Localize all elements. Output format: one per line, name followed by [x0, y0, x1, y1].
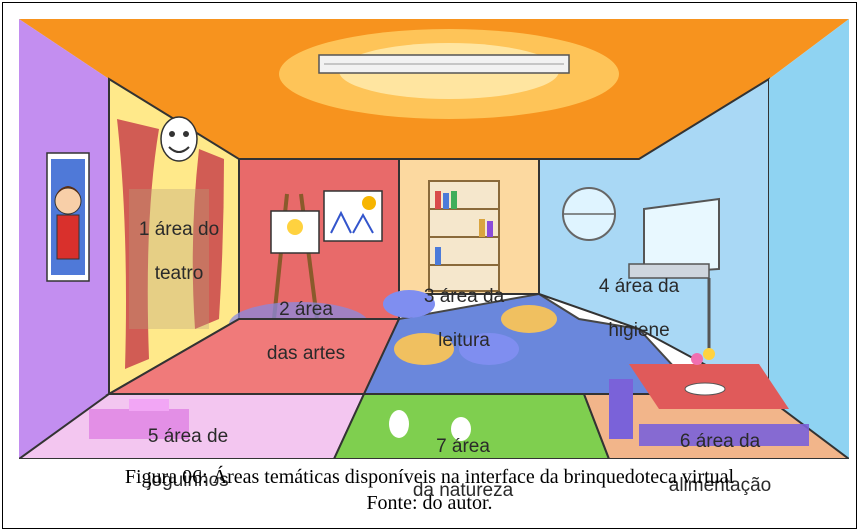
area-label-nature[interactable]: 7 área da natureza	[403, 414, 523, 502]
area-3-line2: leitura	[438, 330, 490, 351]
wall-drawing	[323, 190, 383, 242]
area-1-line1: 1 área do	[138, 219, 220, 240]
dining-table	[609, 348, 809, 446]
area-label-theater[interactable]: 1 área do teatro	[119, 197, 239, 285]
area-label-food[interactable]: 6 área da alimentação	[655, 409, 785, 497]
figure-caption: Figura 06: Áreas temáticas disponíveis n…	[124, 466, 735, 488]
easel	[270, 193, 320, 320]
bunnies	[389, 410, 471, 441]
theater-mask	[160, 116, 198, 162]
area-6-line1: 6 área da	[679, 431, 761, 452]
area-6-line2: alimentação	[668, 475, 772, 496]
area-label-reading[interactable]: 3 área da leitura	[409, 264, 519, 352]
area-label-games[interactable]: 5 área de joguinhos	[133, 404, 243, 492]
area-7-line2: da natureza	[412, 480, 514, 501]
area-1-line2: teatro	[154, 263, 204, 284]
figure-source: Fonte: do autor.	[366, 492, 493, 514]
area-3-line1: 3 área da	[423, 286, 505, 307]
area-7-line1: 7 área	[436, 436, 490, 457]
theater-curtains	[117, 119, 224, 369]
playroom-scene	[19, 19, 849, 459]
area-2-line2: das artes	[266, 343, 346, 364]
playroom-illustration: 1 área do teatro 2 área das artes 3 área…	[19, 19, 849, 501]
mirror-and-sink	[628, 197, 720, 359]
area-5-line2: joguinhos	[147, 470, 229, 491]
round-window	[562, 187, 616, 241]
area-5-line1: 5 área de	[147, 426, 229, 447]
area-label-arts[interactable]: 2 área das artes	[251, 277, 361, 365]
area-4-line1: 4 área da	[598, 276, 680, 297]
hopscotch	[89, 399, 189, 439]
child-portrait	[46, 152, 90, 282]
area-4-line2: higiene	[608, 320, 670, 341]
right-wall	[769, 19, 849, 459]
area-label-hygiene[interactable]: 4 área da higiene	[584, 254, 694, 342]
area-2-line1: 2 área	[279, 299, 333, 320]
bean-bags	[383, 290, 557, 365]
bookshelf	[428, 180, 500, 292]
